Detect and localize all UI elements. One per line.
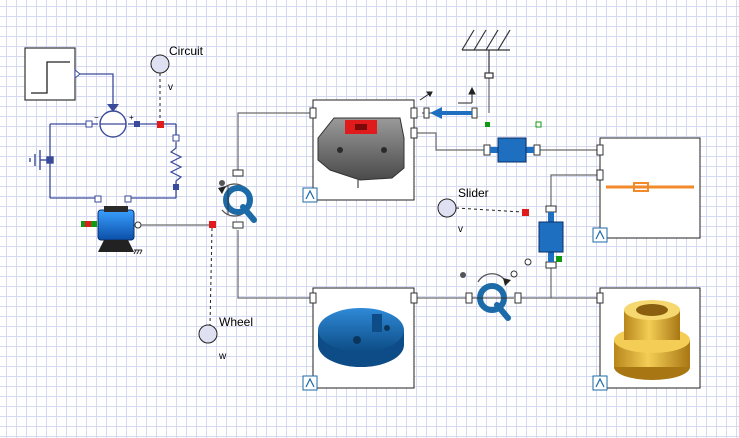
- resistor[interactable]: [169, 134, 183, 190]
- pin-icon: [302, 187, 318, 203]
- wheel-joint[interactable]: [218, 169, 257, 229]
- voltage-source[interactable]: − +: [85, 104, 140, 138]
- slider-sensor[interactable]: Slider v: [437, 186, 529, 235]
- minus-sign: −: [94, 113, 99, 122]
- wheel-body[interactable]: [302, 287, 418, 391]
- bushing-body[interactable]: [592, 287, 701, 391]
- pin-icon: [592, 375, 608, 391]
- ground-electric: [29, 150, 54, 170]
- prismatic-arrow[interactable]: [419, 86, 542, 128]
- circuit-label: Circuit: [169, 44, 204, 58]
- dc-motor[interactable]: [81, 195, 143, 255]
- circuit-var-label: v: [168, 82, 173, 93]
- housing-body[interactable]: [302, 99, 418, 203]
- circuit-sensor[interactable]: Circuit v: [150, 44, 204, 128]
- wheel-sensor[interactable]: Wheel w: [198, 221, 253, 362]
- bushing-joint[interactable]: [460, 270, 522, 321]
- wheel-var-label: w: [218, 351, 227, 362]
- pin-icon: [592, 227, 608, 243]
- wheel-label: Wheel: [219, 315, 253, 329]
- horizontal-prismatic[interactable]: [483, 137, 541, 163]
- pin-icon: [302, 375, 318, 391]
- step-source[interactable]: [24, 47, 81, 101]
- plus-sign: +: [129, 113, 134, 122]
- slider-body[interactable]: [592, 137, 701, 243]
- vertical-prismatic[interactable]: [524, 205, 564, 269]
- world-fixed: [461, 29, 511, 79]
- slider-label: Slider: [458, 186, 489, 200]
- slider-var-label: v: [458, 224, 463, 235]
